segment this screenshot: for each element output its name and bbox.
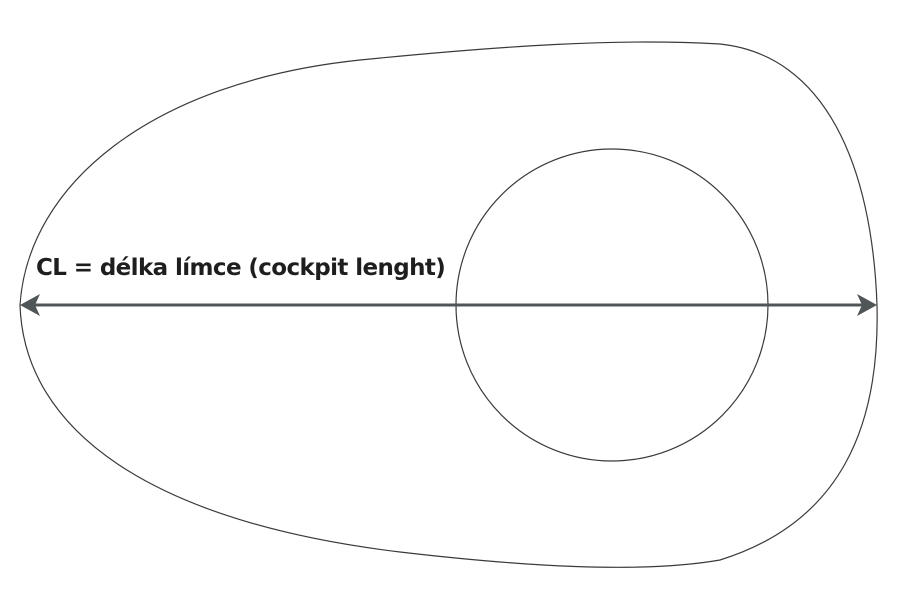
arrowhead-right-icon xyxy=(857,294,877,316)
cockpit-length-label: CL = délka límce (cockpit lenght) xyxy=(36,255,446,281)
arrowhead-left-icon xyxy=(20,294,40,316)
outer-collar-outline xyxy=(19,41,878,568)
